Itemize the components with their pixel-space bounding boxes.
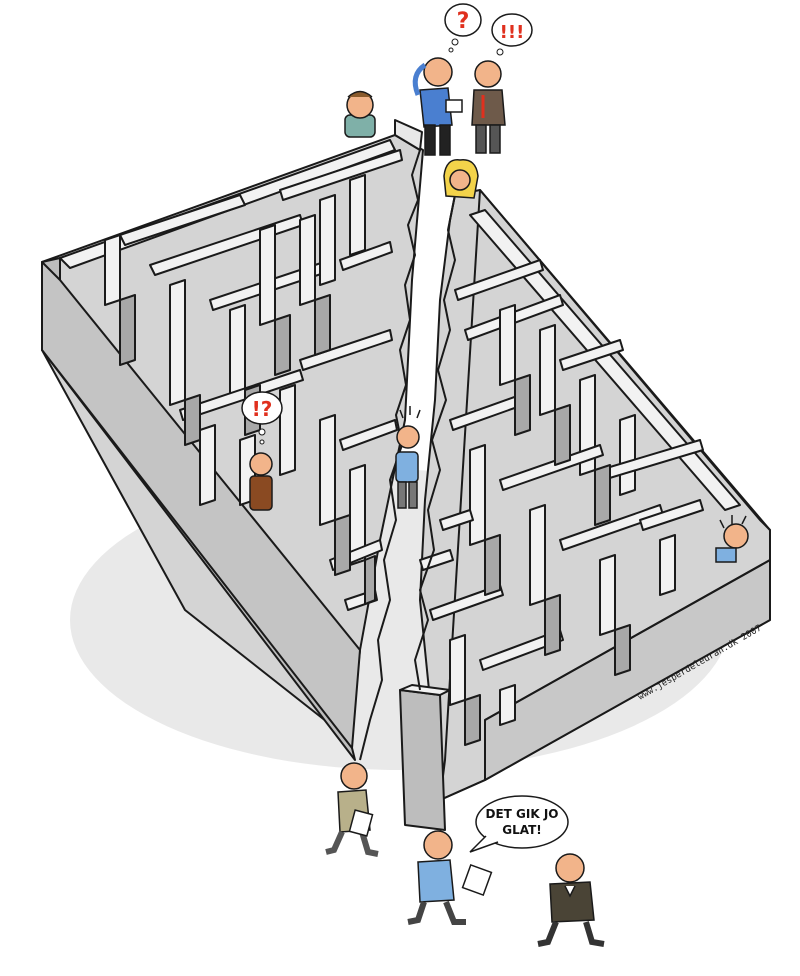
character-inside-maze-left — [249, 452, 273, 511]
maze-left-half — [41, 119, 424, 761]
maze-left-crack-wall — [394, 119, 423, 151]
question-bubble-text: ? — [457, 9, 470, 34]
speech-line-1: DET GIK JO — [486, 807, 559, 821]
character-walking-paper — [325, 762, 379, 857]
maze-right-center-slab — [399, 689, 446, 831]
speech-bubble: DET GIK JO GLAT! — [469, 795, 569, 853]
character-blonde-woman — [443, 159, 479, 199]
character-smiling-blue — [407, 830, 493, 925]
surprise-bubble: !? — [241, 391, 283, 445]
character-kid-peeking — [715, 515, 749, 563]
exclamation-bubble-text: !!! — [500, 22, 525, 43]
character-bald-man — [471, 60, 506, 154]
surprise-bubble-text: !? — [252, 397, 273, 421]
character-peeking-top — [344, 90, 376, 138]
character-confused-blue — [412, 57, 463, 156]
maze-right-half — [399, 189, 771, 831]
character-old-man-suit — [537, 853, 605, 947]
maze-right-wall-sides — [464, 374, 631, 746]
speech-line-2: GLAT! — [502, 823, 542, 837]
exclamation-bubble: !!! — [491, 13, 533, 56]
maze-left-crack-edge — [359, 134, 421, 761]
question-bubble: ? — [444, 3, 482, 53]
maze-right-crack-edge — [414, 194, 456, 691]
character-in-crack — [395, 406, 421, 509]
maze-right-walls — [419, 209, 741, 726]
